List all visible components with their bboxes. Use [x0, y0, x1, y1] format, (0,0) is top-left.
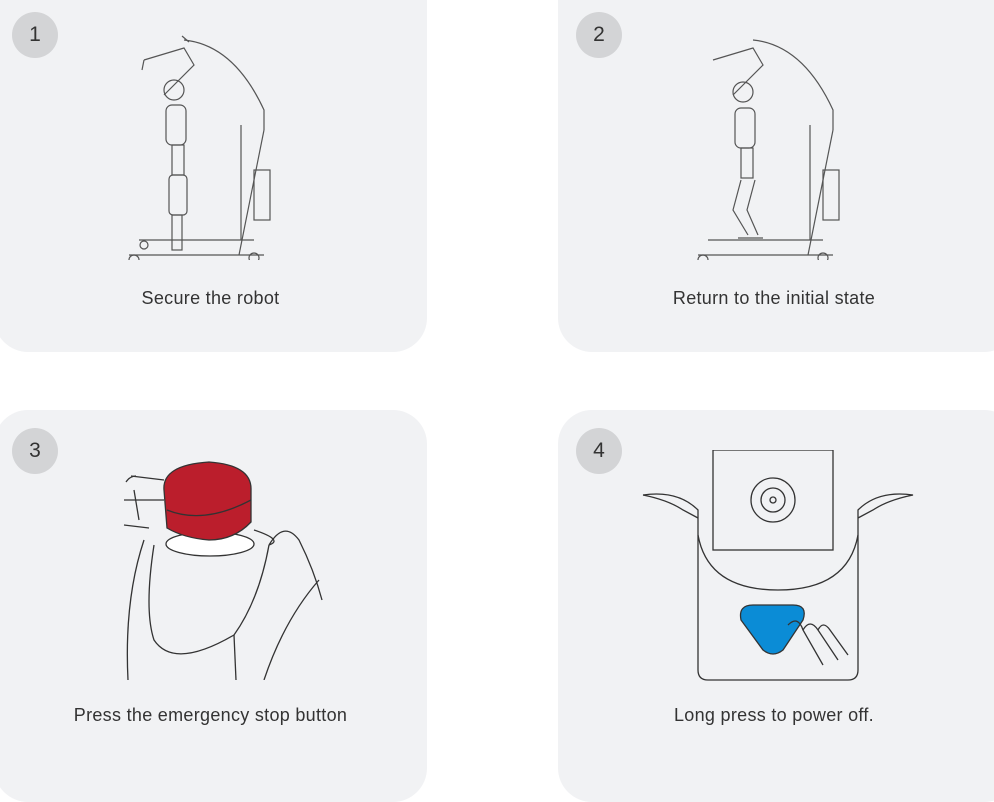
emergency-stop-icon — [123, 461, 323, 680]
power-button-icon — [642, 450, 914, 681]
step-number-badge: 3 — [12, 428, 58, 474]
step-label: Return to the initial state — [672, 288, 876, 308]
step-label: Press the emergency stop button — [73, 705, 348, 725]
step-card-3: 3 Press the emergency stop button — [0, 410, 427, 802]
robot-crouched-on-lift-icon — [697, 39, 840, 260]
step-label: Long press to power off. — [674, 705, 874, 725]
step-card-2: 2 Return to the initial state — [558, 0, 994, 352]
step-number-badge: 1 — [12, 12, 58, 58]
step-card-1: 1 Secure the robot — [0, 0, 427, 352]
step-card-4: 4 Long press to power off. — [558, 410, 994, 802]
robot-on-lift-icon — [128, 35, 271, 260]
step-label: Secure the robot — [141, 288, 280, 308]
step-number-badge: 2 — [576, 12, 622, 58]
step-number-badge: 4 — [576, 428, 622, 474]
